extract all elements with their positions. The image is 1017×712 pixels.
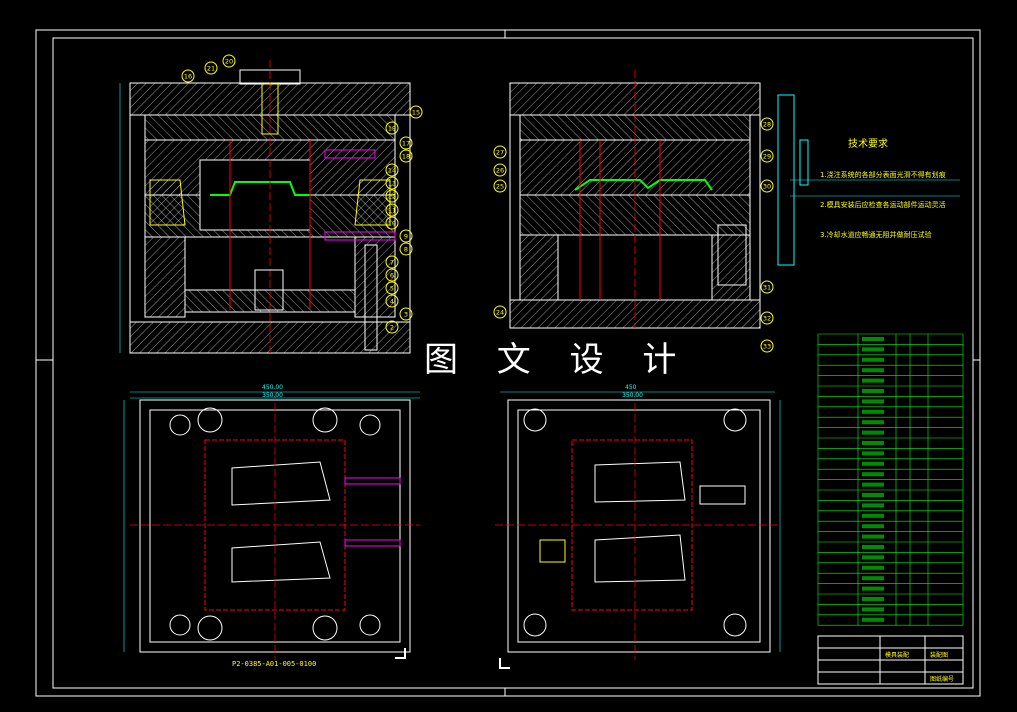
svg-text:29: 29 xyxy=(763,153,771,161)
right-balloon-32: 32 xyxy=(760,311,774,325)
technical-note-2: 2.模具安装后应检查各运动部件运动灵活 xyxy=(820,201,946,209)
left-balloon-10: 10 xyxy=(385,216,399,230)
dim-left-inner: 350.00 xyxy=(262,392,283,399)
right-balloon-30: 30 xyxy=(760,179,774,193)
dim-right-inner: 350.00 xyxy=(622,392,643,399)
left-balloon-9: 9 xyxy=(399,229,413,243)
left-balloon-11: 11 xyxy=(385,203,399,217)
svg-text:12: 12 xyxy=(388,193,396,201)
technical-note-1: 1.浇注系统的各部分表面光滑不得有划痕 xyxy=(820,171,946,179)
right-balloon-29: 29 xyxy=(760,149,774,163)
left-balloon-16: 16 xyxy=(181,69,195,83)
svg-text:2: 2 xyxy=(390,324,394,332)
section-view-right xyxy=(509,70,960,329)
drawing-code: P2-0385-A01-005-0100 xyxy=(232,660,317,668)
dim-right-width: 450 xyxy=(625,384,637,391)
left-balloon-20: 20 xyxy=(222,54,236,68)
title-block xyxy=(817,635,964,685)
left-balloon-8: 8 xyxy=(399,242,413,256)
svg-text:15: 15 xyxy=(412,109,420,117)
svg-text:4: 4 xyxy=(390,298,394,306)
technical-requirements-title: 技术要求 xyxy=(848,139,888,150)
parts-list-table xyxy=(817,333,964,626)
title-block-number: 图纸编号 xyxy=(930,676,955,683)
svg-text:17: 17 xyxy=(402,140,410,148)
sheet-inner-frame xyxy=(52,37,974,689)
svg-text:8: 8 xyxy=(404,246,408,254)
svg-text:20: 20 xyxy=(225,58,233,66)
svg-text:6: 6 xyxy=(390,272,394,280)
svg-text:18: 18 xyxy=(402,153,410,161)
plan-view-right xyxy=(495,391,781,669)
svg-text:19: 19 xyxy=(388,125,396,133)
left-balloon-7: 7 xyxy=(385,255,399,269)
svg-text:3: 3 xyxy=(404,311,408,319)
left-balloon-5: 5 xyxy=(385,281,399,295)
svg-text:26: 26 xyxy=(496,167,504,175)
title-block-drawing-name: 模具装配 xyxy=(885,652,910,659)
svg-text:32: 32 xyxy=(763,315,771,323)
left-balloon-3: 3 xyxy=(399,307,413,321)
right-balloon-26: 26 xyxy=(493,163,507,177)
left-balloon-2: 2 xyxy=(385,320,399,334)
right-balloon-25: 25 xyxy=(493,179,507,193)
right-balloon-31: 31 xyxy=(760,280,774,294)
right-balloon-27: 27 xyxy=(493,145,507,159)
svg-text:11: 11 xyxy=(388,207,396,215)
svg-text:5: 5 xyxy=(390,285,394,293)
left-balloon-6: 6 xyxy=(385,268,399,282)
svg-text:25: 25 xyxy=(496,183,504,191)
svg-text:24: 24 xyxy=(496,309,504,317)
left-balloon-14: 14 xyxy=(385,163,399,177)
sheet-outer-frame xyxy=(35,29,981,697)
svg-text:31: 31 xyxy=(763,284,771,292)
svg-text:10: 10 xyxy=(388,220,396,228)
plan-view-left xyxy=(123,391,420,660)
left-balloon-13: 13 xyxy=(385,176,399,190)
left-balloon-15: 15 xyxy=(409,105,423,119)
right-balloon-28: 28 xyxy=(760,117,774,131)
svg-text:30: 30 xyxy=(763,183,771,191)
section-view-left xyxy=(119,60,411,354)
left-balloon-17: 17 xyxy=(399,136,413,150)
svg-text:21: 21 xyxy=(207,65,215,73)
svg-text:7: 7 xyxy=(390,259,394,267)
svg-text:33: 33 xyxy=(763,343,771,351)
right-balloon-24: 24 xyxy=(493,305,507,319)
left-balloon-21: 21 xyxy=(204,61,218,75)
dim-left-width: 450.00 xyxy=(262,384,283,391)
title-block-sheet: 装配图 xyxy=(930,652,949,659)
left-balloon-18: 18 xyxy=(399,149,413,163)
svg-text:13: 13 xyxy=(388,180,396,188)
svg-text:27: 27 xyxy=(496,149,504,157)
right-balloon-33: 33 xyxy=(760,339,774,353)
left-balloon-12: 12 xyxy=(385,189,399,203)
left-balloon-4: 4 xyxy=(385,294,399,308)
svg-text:9: 9 xyxy=(404,233,408,241)
svg-text:28: 28 xyxy=(763,121,771,129)
left-balloon-19: 19 xyxy=(385,121,399,135)
watermark: 图 文 设 计 xyxy=(418,338,697,382)
svg-text:16: 16 xyxy=(184,73,192,81)
technical-note-3: 3.冷却水道应畅通无阻并做耐压试验 xyxy=(820,231,932,239)
svg-text:14: 14 xyxy=(388,167,396,175)
